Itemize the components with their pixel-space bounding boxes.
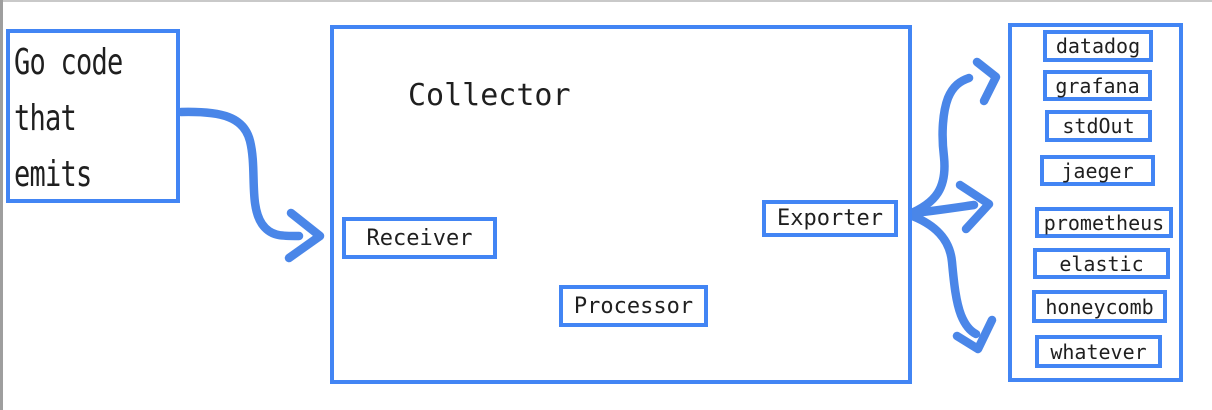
destination-label-stdout: stdOut: [1062, 114, 1135, 138]
destination-box-stdout: stdOut: [1045, 110, 1152, 142]
arrow-exporter-to-middle-destinations: [902, 180, 994, 234]
canvas-top-edge: [0, 0, 1212, 2]
arrow-source-to-receiver: [176, 107, 325, 263]
destination-box-elastic: elastic: [1033, 248, 1170, 279]
destination-label-elastic: elastic: [1059, 251, 1144, 276]
destination-label-whatever: whatever: [1050, 339, 1147, 364]
stage-label-exporter: Exporter: [777, 206, 883, 231]
source-box: Go code that emits metrics: [6, 29, 180, 203]
destination-label-honeycomb: honeycomb: [1045, 294, 1154, 319]
arrow-exporter-to-top-destinations: [902, 57, 1001, 220]
stage-label-receiver: Receiver: [366, 225, 473, 251]
destination-box-honeycomb: honeycomb: [1032, 290, 1167, 323]
stage-box-processor: Processor: [559, 285, 708, 327]
destination-box-prometheus: prometheus: [1035, 207, 1173, 238]
source-label: Go code that emits metrics: [14, 42, 123, 195]
collector-title: Collector: [408, 78, 571, 113]
arrow-exporter-to-bottom-destinations: [902, 209, 997, 354]
stage-box-exporter: Exporter: [762, 200, 898, 237]
stage-box-receiver: Receiver: [342, 217, 497, 259]
destination-label-grafana: grafana: [1055, 73, 1140, 98]
destination-label-datadog: datadog: [1055, 34, 1141, 58]
destination-box-datadog: datadog: [1043, 30, 1153, 62]
stage-label-processor: Processor: [573, 293, 694, 319]
destination-label-jaeger: jaeger: [1061, 158, 1134, 183]
destination-label-prometheus: prometheus: [1043, 210, 1165, 235]
destination-box-grafana: grafana: [1043, 70, 1152, 101]
destination-box-jaeger: jaeger: [1040, 155, 1155, 186]
canvas-left-edge: [0, 0, 3, 410]
destination-box-whatever: whatever: [1035, 335, 1162, 368]
